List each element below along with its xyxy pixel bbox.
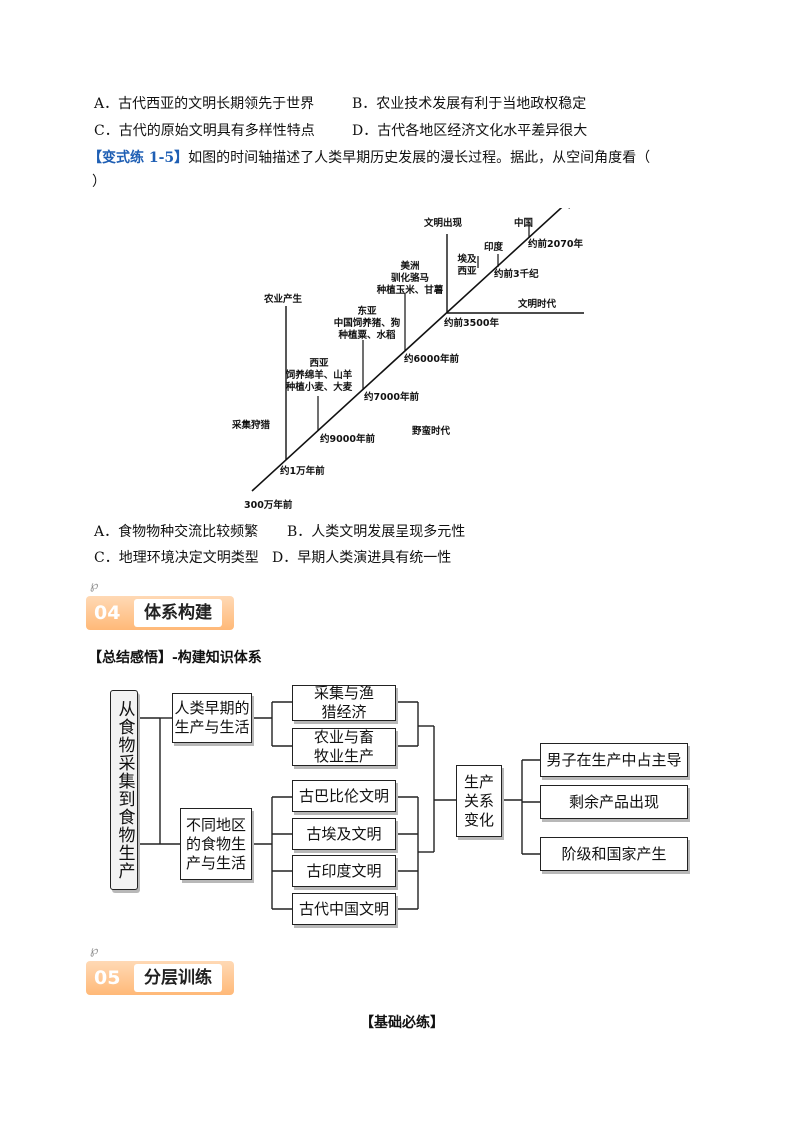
option-a: A．古代西亚的文明长期领先于世界: [94, 96, 315, 112]
time-10k-years: 约1万年前: [280, 466, 325, 477]
time-3m-years: 300万年前: [244, 500, 293, 511]
option-b: B．农业技术发展有利于当地政权稳定: [352, 96, 587, 112]
mindmap-root: 从食物采集到食物生产: [110, 690, 138, 890]
mindmap-egypt: 古埃及文明: [292, 818, 396, 850]
label-gathering-hunting: 采集狩猎: [232, 420, 271, 431]
label-agriculture: 农业产生: [264, 294, 303, 305]
option-c: C．古代的原始文明具有多样性特点: [94, 123, 315, 139]
event-china: 中国: [514, 218, 534, 229]
mindmap-men-dominant: 男子在生产中占主导: [540, 743, 688, 777]
event-americas: 美洲 驯化骆马 种植玉米、甘薯: [376, 261, 444, 296]
mindmap-branch-early: 人类早期的生产与生活: [172, 693, 252, 743]
q15-option-c: C．地理环境决定文明类型: [94, 550, 259, 566]
time-7000-years: 约7000年前: [364, 392, 419, 403]
basic-practice-heading: 【基础必练】: [360, 1015, 444, 1031]
label-civilization-appear: 文明出现: [424, 218, 463, 229]
mindmap-china: 古代中国文明: [292, 893, 396, 925]
mindmap-relation-change: 生产关系变化: [456, 765, 502, 837]
time-6000-years: 约6000年前: [404, 354, 459, 365]
section-05-header: ℘ 05 分层训练: [86, 943, 236, 995]
mindmap-class-state: 阶级和国家产生: [540, 837, 688, 871]
event-east-asia: 东亚 中国饲养猪、狗 种植粟、水稻: [333, 306, 401, 341]
label-civilized-age: 文明时代: [518, 299, 557, 310]
timeline-lines: [251, 208, 584, 492]
time-2070bc: 约前2070年: [528, 239, 583, 250]
question-stem-tail: ）: [92, 174, 106, 190]
clip-icon: ℘: [90, 578, 99, 592]
option-d: D．古代各地区经济文化水平差异很大: [352, 123, 588, 139]
mindmap-branch-regions: 不同地区的食物生产与生活: [180, 808, 252, 880]
event-west-asia: 西亚 饲养绵羊、山羊 种植小麦、大麦: [285, 358, 353, 393]
mindmap-india: 古印度文明: [292, 855, 396, 887]
time-3500bc: 约前3500年: [444, 318, 499, 329]
timeline-figure: 采集狩猎 农业产生 文明出现 野蛮时代 文明时代 300万年前 约1万年前 约9…: [222, 208, 592, 518]
section-04-title: 体系构建: [134, 599, 222, 627]
question-tag: 【变式练 1-5】: [88, 150, 189, 166]
mindmap-babylon: 古巴比伦文明: [292, 780, 396, 812]
time-3rd-millennium: 约前3千纪: [494, 269, 539, 280]
q15-option-d: D．早期人类演进具有统一性: [272, 550, 452, 566]
mindmap-agri-husbandry: 农业与畜牧业生产: [292, 728, 396, 766]
section-05-title: 分层训练: [134, 964, 222, 992]
question-stem: 【变式练 1-5】如图的时间轴描述了人类早期历史发展的漫长过程。据此，从空间角度…: [88, 150, 651, 166]
event-egypt-west-asia: 埃及 西亚: [457, 254, 477, 277]
mindmap-surplus: 剩余产品出现: [540, 785, 688, 819]
section-05-number: 05: [94, 967, 121, 989]
event-india: 印度: [484, 242, 504, 253]
section-04-header: ℘ 04 体系构建: [86, 578, 236, 630]
summary-tag: 【总结感悟】: [88, 650, 172, 666]
summary-line: 【总结感悟】-构建知识体系: [88, 650, 262, 666]
section-04-number: 04: [94, 602, 121, 624]
q15-option-b: B．人类文明发展呈现多元性: [287, 524, 466, 540]
time-9000-years: 约9000年前: [320, 434, 375, 445]
mindmap-gathering-fishing: 采集与渔猎经济: [292, 684, 396, 721]
label-barbaric-age: 野蛮时代: [412, 426, 451, 437]
q15-option-a: A．食物物种交流比较频繁: [94, 524, 259, 540]
clip-icon: ℘: [90, 943, 99, 957]
